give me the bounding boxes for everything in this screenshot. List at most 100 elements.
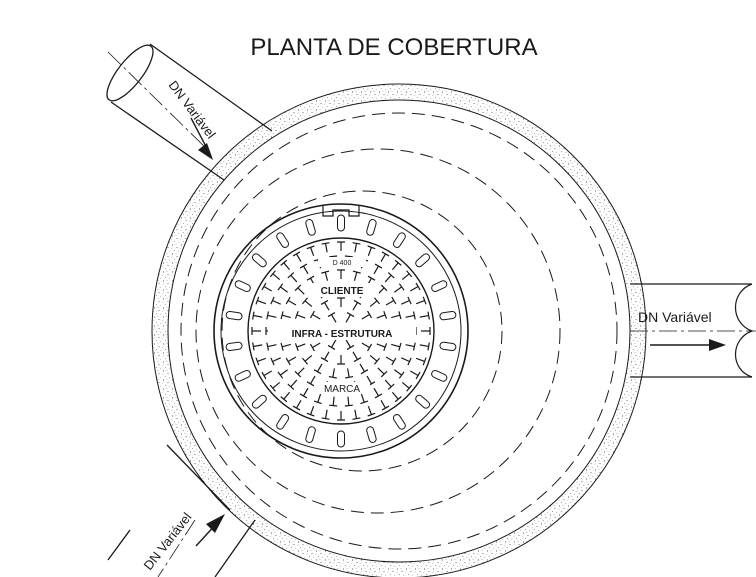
tread-stud <box>391 391 402 403</box>
tread-stud <box>328 368 337 379</box>
cover-text-infra: INFRA - ESTRUTURA <box>292 329 393 340</box>
tread-stud <box>352 270 361 281</box>
tread-stud <box>385 296 397 306</box>
frame-slot <box>337 430 345 448</box>
tread-stud <box>306 375 316 387</box>
tread-stud <box>385 356 397 366</box>
tread-stud <box>373 263 383 275</box>
tread-stud <box>401 296 412 305</box>
tread-stud <box>294 343 306 352</box>
frame-slot <box>366 219 377 236</box>
tread-stud <box>292 251 302 263</box>
tread-stud <box>344 396 353 407</box>
pipe-right: DN Variável <box>630 283 756 378</box>
tread-stud <box>269 381 281 392</box>
tread-stud <box>384 379 395 390</box>
tread-stud <box>359 363 369 375</box>
pipe-top-left: DN Variável <box>106 43 273 181</box>
tread-stud <box>380 399 390 411</box>
frame-slot <box>276 414 290 430</box>
tread-stud <box>321 270 330 281</box>
frame-slot <box>225 341 243 352</box>
tread-stud <box>405 342 416 351</box>
tread-stud <box>294 310 306 319</box>
frame-slot <box>392 232 406 248</box>
frame-slots <box>225 214 457 448</box>
tread-stud <box>337 411 345 421</box>
frame-slot <box>225 310 243 321</box>
tread-stud <box>401 381 413 392</box>
tread-stud <box>367 245 376 257</box>
tread-stud <box>277 369 288 379</box>
tread-stud <box>329 396 338 407</box>
tread-stud <box>360 393 369 405</box>
tread-stud <box>380 251 390 263</box>
shaft-dashed-outer <box>195 148 561 514</box>
tread-stud <box>415 357 427 366</box>
pipe-right-label: DN Variável <box>638 309 712 325</box>
tread-stud <box>409 282 421 292</box>
tread-stud <box>280 259 291 271</box>
frame-slot <box>276 232 290 248</box>
tread-stud <box>285 356 297 366</box>
tread-stud <box>299 263 309 275</box>
tread-stud <box>269 270 281 281</box>
tread-stud <box>352 351 362 363</box>
tread-stud <box>376 310 388 319</box>
frame-slot <box>392 414 406 430</box>
tread-stud <box>255 296 267 305</box>
tread-stud <box>415 296 427 305</box>
frame-slot <box>305 426 316 443</box>
tread-stud <box>376 343 388 352</box>
tread-stud <box>321 242 330 253</box>
tread-stud <box>394 369 405 379</box>
frame-slot <box>366 426 377 443</box>
tread-stud <box>280 342 291 351</box>
tread-stud <box>306 405 315 417</box>
frame-slot <box>415 394 431 409</box>
tread-stud <box>321 409 330 420</box>
tread-stud <box>270 357 281 366</box>
tread-stud <box>285 296 297 306</box>
tread-stud <box>294 284 305 295</box>
drawing-title: PLANTA DE COBERTURA <box>250 34 537 61</box>
tread-stud <box>313 363 323 375</box>
tread-stud <box>419 311 430 320</box>
tread-stud <box>294 367 305 378</box>
pipe-bottom-left-label: DN Variável <box>141 510 195 573</box>
tread-stud <box>280 311 291 320</box>
tread-stud <box>394 283 405 293</box>
tread-stud <box>270 296 281 305</box>
tread-stud <box>320 299 330 311</box>
frame-slot <box>439 341 457 352</box>
cover-text-marca: MARCA <box>324 384 360 395</box>
tread-stud <box>252 342 263 351</box>
tread-stud <box>352 299 362 311</box>
tread-stud <box>261 282 273 292</box>
frame-slot <box>439 310 457 321</box>
tread-stud <box>292 399 302 411</box>
tread-stud <box>345 339 355 350</box>
tread-stud <box>251 327 261 335</box>
tread-stud <box>327 312 337 323</box>
frame-slot <box>234 369 251 382</box>
frame-slot <box>251 253 267 268</box>
tread-stud <box>337 355 345 365</box>
frame-slot <box>431 369 448 382</box>
tread-stud <box>299 387 309 399</box>
tread-stud <box>352 409 361 420</box>
tread-stud <box>261 370 273 380</box>
frame-slot <box>251 394 267 409</box>
tread-stud <box>280 391 291 403</box>
tread-stud <box>266 342 277 351</box>
frame-slot <box>234 280 251 293</box>
concrete-ring <box>151 83 647 577</box>
tread-stud <box>373 387 383 399</box>
tread-stud <box>361 342 373 352</box>
tread-stud <box>277 283 288 293</box>
tread-stud <box>287 272 298 283</box>
tread-stud <box>361 310 373 320</box>
tread-stud <box>377 367 388 378</box>
tread-stud <box>337 241 345 251</box>
